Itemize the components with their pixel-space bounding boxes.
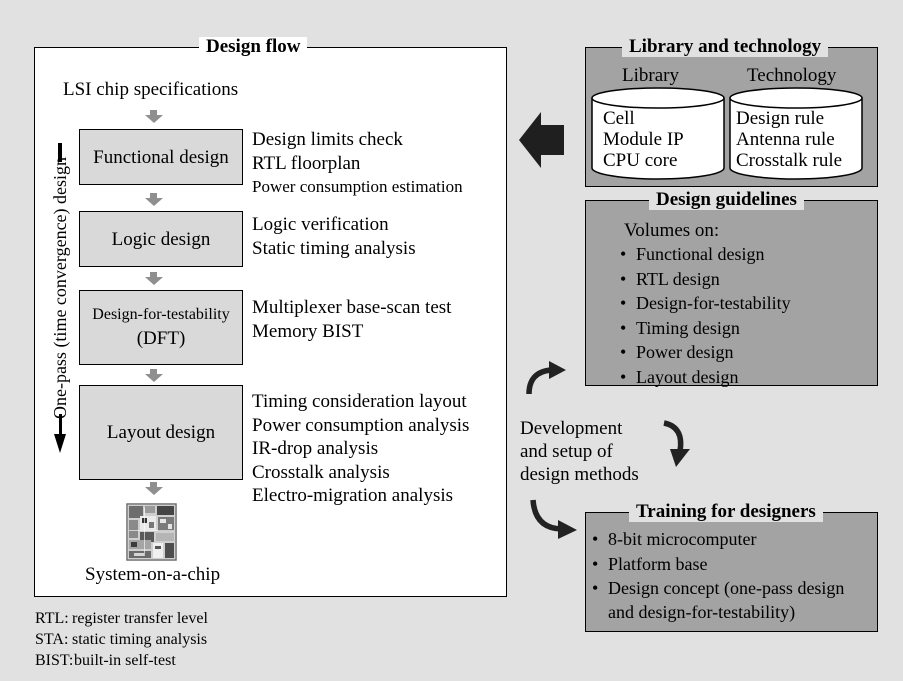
note-text: Electro-migration analysis <box>252 485 454 506</box>
flow-arrow-icon <box>150 482 157 487</box>
big-left-arrow-icon <box>519 112 564 168</box>
technology-item: Crosstalk rule <box>736 150 843 171</box>
soc-label: System-on-a-chip <box>85 564 221 585</box>
training-item-continuation: and design-for-testability) <box>608 602 796 622</box>
development-line: Development <box>520 418 623 439</box>
dft-label-line2: (DFT) <box>136 327 186 349</box>
abbreviation-desc: static timing analysis <box>72 631 208 648</box>
design-guidelines-title: Design guidelines <box>649 190 804 210</box>
guidelines-intro: Volumes on: <box>624 220 720 241</box>
training-list: 8-bit microcomputer Platform base Design… <box>592 527 844 601</box>
abbreviations: RTL:register transfer level STA:static t… <box>35 608 208 671</box>
soc-chip-image <box>126 503 177 561</box>
abbreviation-desc: built-in self-test <box>74 652 176 669</box>
layout-design-label: Layout design <box>106 422 216 443</box>
library-database-icon <box>591 87 725 180</box>
library-item: Module IP <box>603 129 684 150</box>
note-text: Static timing analysis <box>252 237 416 259</box>
abbreviation-row: RTL:register transfer level <box>35 608 208 629</box>
note-text: Timing consideration layout <box>252 391 467 412</box>
functional-design-label: Functional design <box>93 146 229 168</box>
library-item: Cell <box>603 108 635 129</box>
training-item: 8-bit microcomputer <box>592 527 844 552</box>
flow-arrow-icon <box>145 277 163 285</box>
guideline-item: Functional design <box>620 242 791 267</box>
abbreviation-row: BIST:built-in self-test <box>35 650 208 671</box>
technology-item: Antenna rule <box>736 129 835 150</box>
one-pass-label: One-pass (time convergence) design <box>50 156 70 420</box>
flow-arrow-icon <box>150 272 157 277</box>
training-item: Design concept (one-pass design <box>592 576 844 601</box>
library-item: CPU core <box>603 150 678 171</box>
flow-arrow-icon <box>150 193 157 198</box>
library-header: Library <box>622 65 679 86</box>
guideline-item: Layout design <box>620 365 791 390</box>
dft-notes: Multiplexer base-scan test Memory BIST <box>252 296 451 343</box>
flow-arrow-icon <box>145 115 163 123</box>
guideline-item: Design-for-testability <box>620 291 791 316</box>
logic-notes: Logic verification Static timing analysi… <box>252 213 416 260</box>
spec-label: LSI chip specifications <box>63 79 239 100</box>
dft-box: Design-for-testability (DFT) <box>79 290 243 365</box>
flow-arrow-icon <box>150 369 157 374</box>
logic-design-box: Logic design <box>79 211 243 267</box>
logic-design-label: Logic design <box>111 228 211 250</box>
technology-items: Design rule Antenna rule Crosstalk rule <box>736 108 842 171</box>
note-text: Power consumption analysis <box>252 414 470 436</box>
functional-design-box: Functional design <box>79 129 243 185</box>
abbreviation-term: RTL: <box>35 610 69 627</box>
design-flow-title: Design flow <box>199 37 308 57</box>
note-text: Crosstalk analysis <box>252 461 390 483</box>
dft-label-line1: Design-for-testability <box>92 305 230 323</box>
abbreviation-term: BIST: <box>35 652 74 669</box>
note-text: Memory BIST <box>252 320 364 342</box>
abbreviation-term: STA: <box>35 631 69 648</box>
layout-notes: Timing consideration layout Power consum… <box>252 390 469 508</box>
technology-header: Technology <box>747 65 837 86</box>
flow-arrow-icon <box>150 110 157 115</box>
note-text: IR-drop analysis <box>252 438 379 459</box>
flow-arrow-icon <box>145 487 163 495</box>
note-text: RTL floorplan <box>252 152 361 174</box>
flow-arrow-icon <box>145 198 163 206</box>
guideline-item: RTL design <box>620 267 791 292</box>
technology-database-icon <box>729 87 863 180</box>
cycle-arrow-icon <box>526 361 566 395</box>
library-items: Cell Module IP CPU core <box>603 108 684 171</box>
development-line: and setup of <box>520 441 613 462</box>
one-pass-arrowhead-icon <box>54 434 66 453</box>
abbreviation-row: STA:static timing analysis <box>35 629 208 650</box>
functional-notes: Design limits check RTL floorplan Power … <box>252 128 463 199</box>
flow-arrow-icon <box>145 374 163 382</box>
abbreviation-desc: register transfer level <box>72 610 208 627</box>
technology-item: Design rule <box>736 108 825 129</box>
cycle-arrow-icon <box>530 499 577 539</box>
one-pass-top-tick <box>58 143 62 162</box>
cycle-arrow-icon <box>663 420 690 467</box>
training-item: Platform base <box>592 552 844 577</box>
library-technology-title: Library and technology <box>622 37 829 57</box>
training-title: Training for designers <box>629 502 823 522</box>
one-pass-arrow-shaft <box>58 414 62 436</box>
guidelines-list: Functional design RTL design Design-for-… <box>620 242 791 389</box>
note-text: Power consumption estimation <box>252 177 463 196</box>
note-text: Multiplexer base-scan test <box>252 297 452 318</box>
guideline-item: Power design <box>620 340 791 365</box>
guideline-item: Timing design <box>620 316 791 341</box>
development-text: Development and setup of design methods <box>520 417 639 486</box>
layout-design-box: Layout design <box>79 385 243 480</box>
note-text: Logic verification <box>252 214 389 235</box>
development-line: design methods <box>520 464 639 485</box>
note-text: Design limits check <box>252 129 403 150</box>
